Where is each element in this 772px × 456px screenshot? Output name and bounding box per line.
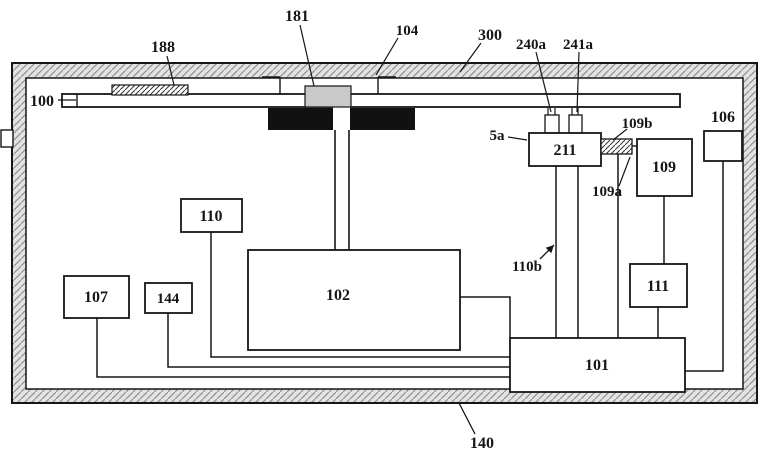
leader-140 [458,402,476,435]
label-140: 140 [470,435,494,452]
box-109-label: 109 [652,159,676,176]
leader-241a [576,51,580,113]
wire-110-101 [210,232,510,358]
box-144 [144,282,193,314]
wire-106-101 [685,161,724,372]
sensor-241a [568,114,583,134]
label-109a: 109a [592,184,623,200]
box-107-label: 107 [84,289,108,306]
leader-109b [612,128,628,141]
leader-181 [299,24,315,87]
label-100: 100 [30,93,54,110]
chuck-slot [333,106,350,130]
sensor-241a-pins [571,108,579,115]
box-102 [247,249,461,351]
box-106-label: 106 [711,109,735,126]
leader-110b-arrow [539,244,555,260]
box-109 [636,138,693,197]
coupling-109a [600,138,633,155]
label-181: 181 [285,8,309,25]
element-188 [111,84,189,96]
box-144-label: 144 [157,291,180,307]
element-181 [304,85,352,108]
leader-104 [375,37,399,76]
left-wall-port [0,129,14,148]
box-110 [180,198,243,233]
leader-300 [459,42,482,73]
label-109b: 109b [622,116,653,132]
box-111 [629,263,688,308]
plate-hook-right [377,76,396,94]
leader-109a [618,156,631,187]
box-101-label: 101 [585,357,609,374]
label-104: 104 [396,23,419,39]
label-5a: 5a [490,128,506,144]
label-188: 188 [151,39,175,56]
wire-107-101 [96,318,510,378]
sensor-240a [544,114,560,134]
wire-144-101 [167,313,510,368]
leader-5a [507,136,528,141]
box-211-label: 211 [553,142,576,159]
stage-plate [61,93,681,108]
leader-240a [535,51,552,113]
sensor-240a-pins [547,108,556,115]
box-107 [63,275,130,319]
label-240a: 240a [516,37,547,53]
wire-102-101 [460,296,511,338]
leader-188 [166,55,175,86]
plate-hook-left [262,76,281,94]
label-241a: 241a [563,37,594,53]
box-110-label: 110 [199,208,222,225]
label-300: 300 [478,27,502,44]
label-110b: 110b [512,259,542,275]
box-101 [509,337,686,393]
box-111-label: 111 [647,278,669,295]
box-106 [703,130,743,162]
box-102-label: 102 [326,287,350,304]
